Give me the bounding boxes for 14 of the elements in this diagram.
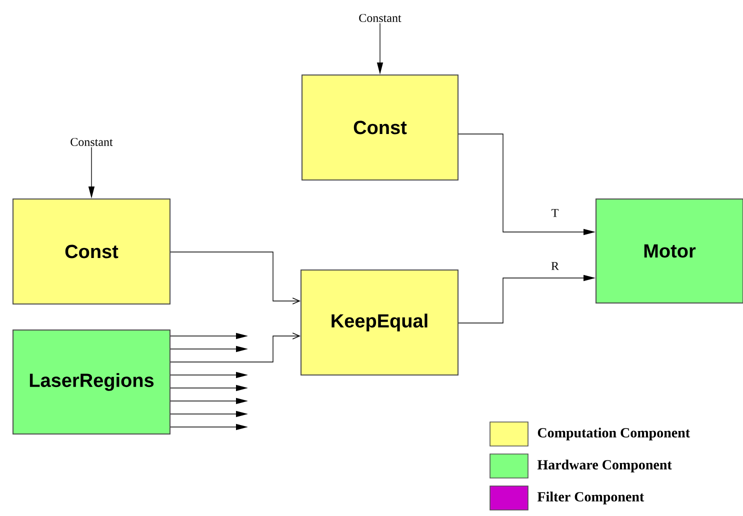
arrow <box>170 332 300 362</box>
edge-label: T <box>550 208 560 218</box>
input-label: Constant <box>70 138 113 146</box>
component-box: Const <box>302 74 458 180</box>
component-box: Motor <box>596 198 743 304</box>
component-box: Const <box>12 198 170 304</box>
legend-label: Hardware Component <box>537 460 672 472</box>
arrow <box>170 252 300 304</box>
edge-label: R <box>550 261 560 271</box>
component-box: KeepEqual <box>300 270 458 376</box>
legend-label: Filter Component <box>537 492 644 504</box>
legend-label: Computation Component <box>538 428 690 440</box>
input-label: Constant <box>359 14 402 22</box>
component-box: LaserRegions <box>12 330 170 434</box>
